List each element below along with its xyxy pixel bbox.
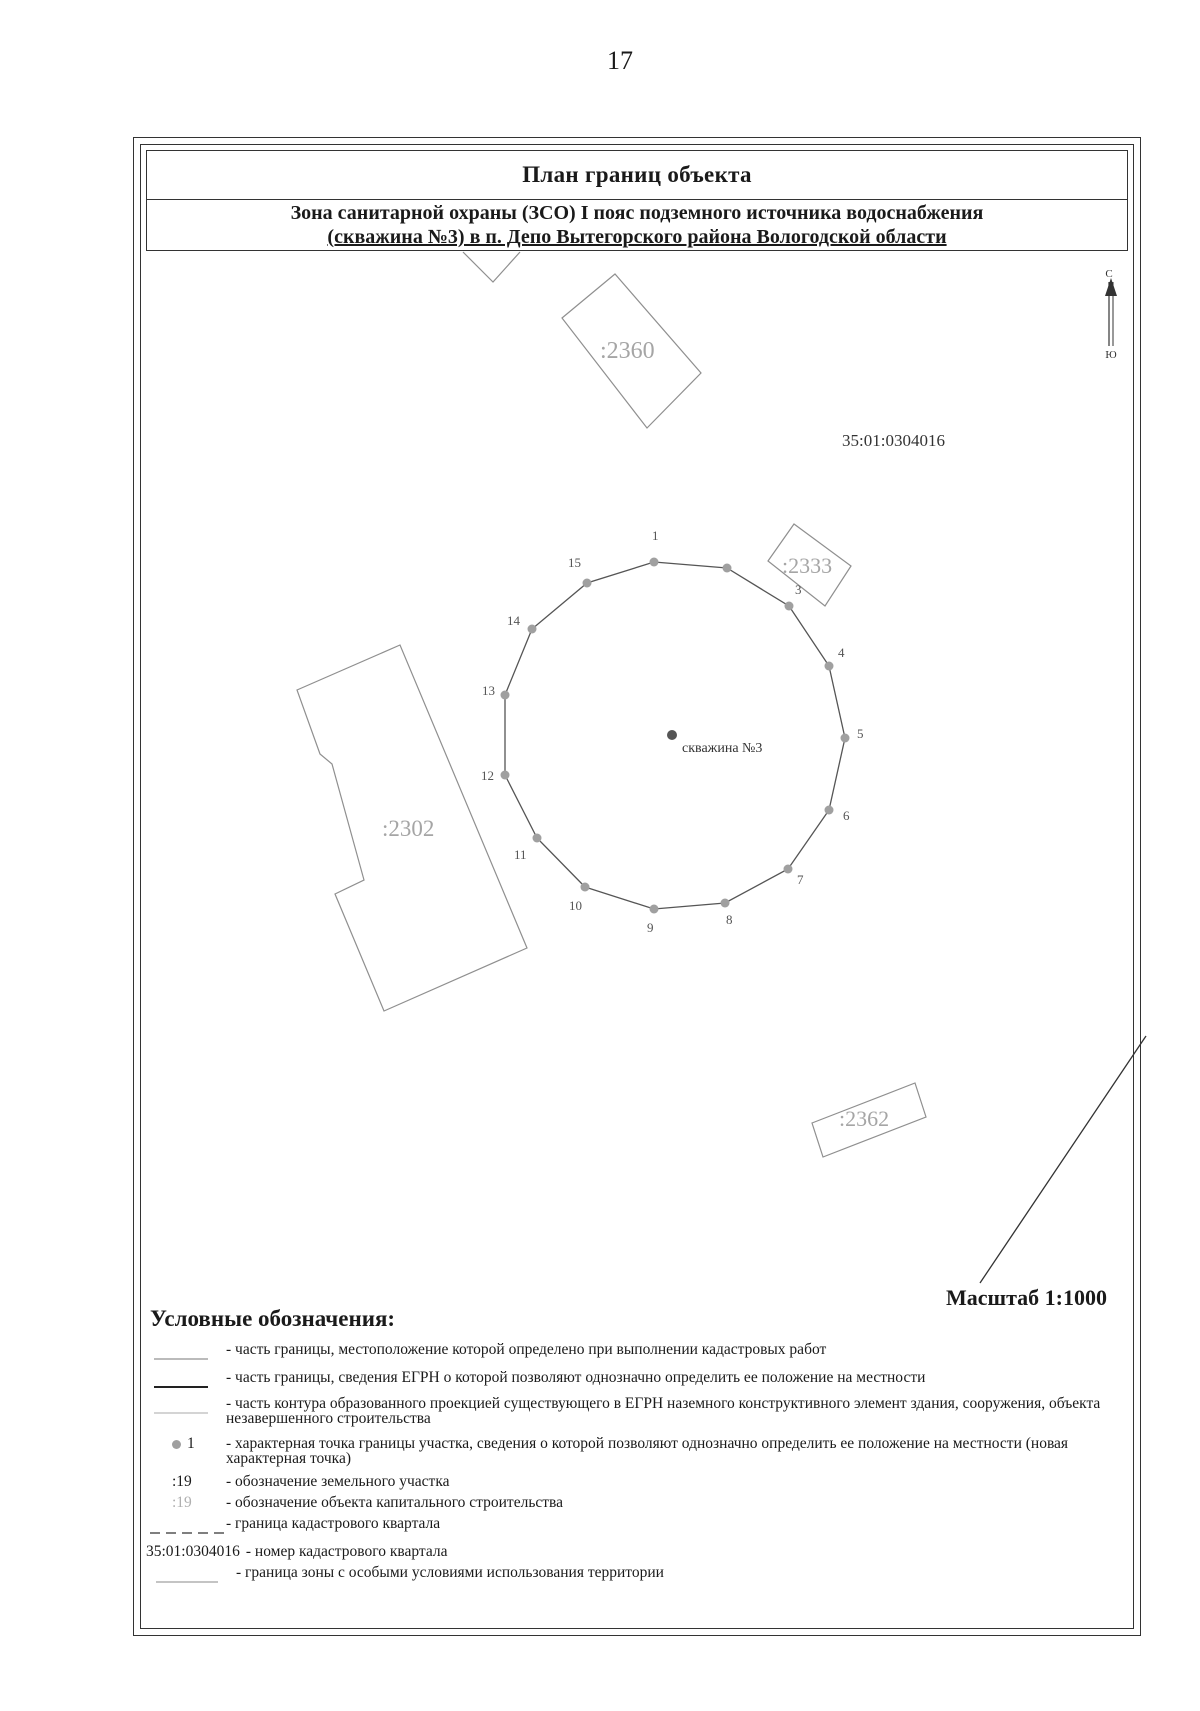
legend-symbol-label: 1 [187, 1435, 195, 1452]
sanitary-zone-boundary [504, 561, 846, 910]
legend-item: - граница зоны с особыми условиями испол… [146, 1565, 1126, 1587]
legend-title: Условные обозначения: [150, 1306, 396, 1331]
legend-text: - часть границы, местоположение которой … [226, 1341, 827, 1358]
boundary-point [840, 733, 850, 743]
legend-symbol-building-label: :19 [172, 1494, 192, 1511]
point-label-9: 9 [647, 920, 654, 935]
parcel-2333-outline [767, 523, 852, 607]
inner-frame [140, 144, 1134, 1629]
point-label-13: 13 [482, 683, 495, 698]
legend-symbol-parcel-label: :19 [172, 1473, 192, 1490]
parcel-2362-outline [811, 1082, 927, 1158]
legend-symbol-quarter-number: 35:01:0304016 [146, 1543, 240, 1560]
legend-symbol-thick-line [146, 1370, 226, 1392]
point-label-5: 5 [857, 726, 864, 741]
boundary-point [532, 833, 542, 843]
point-label-10: 10 [569, 898, 582, 913]
legend-symbol-thin-line [146, 1342, 226, 1364]
legend-item: - граница кадастрового квартала [146, 1516, 1126, 1538]
parcel-2333-label: :2333 [782, 553, 832, 578]
legend-item: :19 - обозначение земельного участка [146, 1473, 1126, 1490]
legend-text: - часть контура образованного проекцией … [226, 1395, 1101, 1427]
subtitle-line-1: Зона санитарной охраны (ЗСО) I пояс подз… [290, 202, 984, 224]
boundary-point [527, 624, 537, 634]
parcel-2360-outline [561, 273, 702, 429]
legend-text: - обозначение земельного участка [226, 1473, 450, 1490]
legend-text: - номер кадастрового квартала [245, 1543, 448, 1560]
legend-text: - обозначение объекта капитального строи… [226, 1494, 564, 1511]
title-box: План границ объекта [146, 150, 1128, 200]
legend-item: :19 - обозначение объекта капитального с… [146, 1494, 1126, 1511]
subtitle-line-2: (скважина №3) в п. Депо Вытегорского рай… [327, 226, 947, 248]
point-label-11: 11 [514, 847, 527, 862]
boundary-point [649, 557, 659, 567]
boundary-point [784, 601, 794, 611]
boundary-point [722, 563, 732, 573]
legend-item: 35:01:0304016 - номер кадастрового кварт… [146, 1543, 1126, 1560]
legend-item: 1 - характерная точка границы участка, с… [146, 1436, 1126, 1466]
outer-frame [133, 137, 1141, 1636]
south-letter: Ю [1105, 349, 1116, 361]
well-label: скважина №3 [682, 741, 762, 756]
quarter-number-label: 35:01:0304016 [842, 431, 945, 450]
legend-symbol-point: 1 [146, 1436, 226, 1451]
boundary-point [824, 661, 834, 671]
legend-symbol-dashed-line [146, 1516, 226, 1538]
legend-item: - часть границы, местоположение которой … [146, 1342, 1126, 1364]
legend-item: - часть границы, сведения ЕГРН о которой… [146, 1370, 1126, 1392]
boundary-point [783, 864, 793, 874]
north-arrow-icon: С Ю [1105, 268, 1117, 361]
parcel-2360-label: :2360 [600, 338, 655, 364]
top-building-outline [462, 251, 521, 283]
legend-symbol-zone-line [146, 1565, 236, 1587]
scale-label: Масштаб 1:1000 [946, 1285, 1108, 1310]
well-marker [667, 730, 677, 740]
north-letter: С [1105, 268, 1112, 280]
page-title: План границ объекта [522, 162, 752, 187]
boundary-point [582, 578, 592, 588]
point-label-6: 6 [843, 808, 850, 823]
point-label-14: 14 [507, 613, 521, 628]
page-number: 17 [607, 46, 633, 75]
point-label-15: 15 [568, 555, 581, 570]
legend-text: - часть границы, сведения ЕГРН о которой… [226, 1369, 926, 1386]
boundary-point [720, 898, 730, 908]
legend-text: - характерная точка границы участка, све… [226, 1435, 1069, 1467]
legend-item: - часть контура образованного проекцией … [146, 1396, 1126, 1426]
point-icon [172, 1439, 181, 1449]
parcel-2302-outline [296, 644, 528, 1012]
boundary-points [500, 557, 850, 914]
legend-symbol-light-line [146, 1396, 226, 1418]
parcel-2302-label: :2302 [382, 816, 434, 841]
subtitle-box: Зона санитарной охраны (ЗСО) I пояс подз… [146, 198, 1128, 251]
point-label-12: 12 [481, 768, 494, 783]
boundary-point [649, 904, 659, 914]
point-label-7: 7 [797, 872, 804, 887]
legend-text: - граница зоны с особыми условиями испол… [236, 1564, 664, 1581]
parcel-2362-label: :2362 [839, 1106, 889, 1131]
boundary-point [580, 882, 590, 892]
boundary-point [824, 805, 834, 815]
boundary-point [500, 690, 510, 700]
legend-text: - граница кадастрового квартала [226, 1515, 441, 1532]
point-label-8: 8 [726, 912, 733, 927]
point-label-3: 3 [795, 582, 802, 597]
point-label-1: 1 [652, 528, 659, 543]
boundary-diagonal-line [979, 1035, 1147, 1284]
legend: - часть границы, местоположение которой … [146, 1342, 1126, 1587]
point-label-4: 4 [838, 645, 845, 660]
boundary-point [500, 770, 510, 780]
point-labels: 1 3 4 5 6 7 8 9 10 11 12 13 14 15 [481, 528, 864, 935]
